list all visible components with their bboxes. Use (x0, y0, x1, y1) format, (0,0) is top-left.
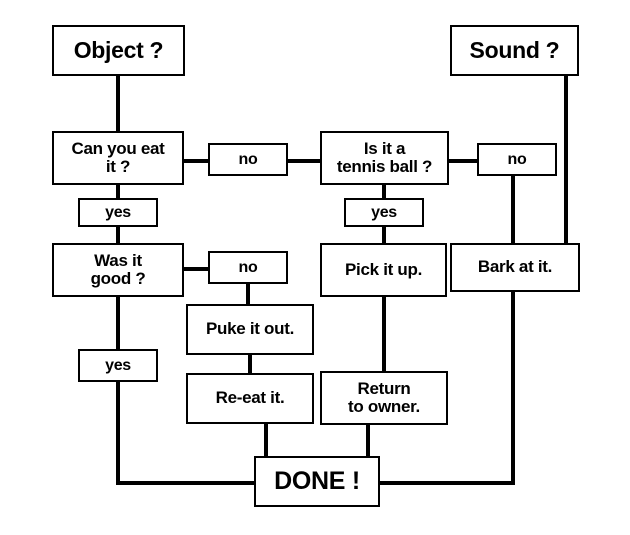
edge-yes2-to-pick-up (382, 225, 386, 245)
edge-tennis-to-no (448, 159, 478, 163)
node-label-yes-1[interactable]: yes (78, 198, 158, 227)
edge-tennis-to-yes (382, 183, 386, 200)
edge-yes3-rail-down (116, 380, 120, 485)
node-label-no-1[interactable]: no (208, 143, 288, 176)
edge-no1-to-tennis (286, 159, 320, 163)
node-was-it-good[interactable]: Was it good ? (52, 243, 184, 297)
edge-can-eat-to-no (182, 159, 210, 163)
node-done[interactable]: DONE ! (254, 456, 380, 507)
edge-yes3-rail-to-done (116, 481, 258, 485)
node-can-you-eat-it[interactable]: Can you eat it ? (52, 131, 184, 185)
edge-pick-up-to-return (382, 295, 386, 373)
edge-bark-rail-to-done (378, 481, 515, 485)
node-sound[interactable]: Sound ? (450, 25, 579, 76)
node-label-yes-2[interactable]: yes (344, 198, 424, 227)
edge-bark-rail-down (511, 290, 515, 485)
edge-no3-to-puke (246, 283, 250, 306)
node-is-it-a-tennis-ball[interactable]: Is it a tennis ball ? (320, 131, 449, 185)
node-bark-at-it[interactable]: Bark at it. (450, 243, 580, 292)
edge-puke-to-reeat (248, 353, 252, 375)
edge-return-to-done (366, 423, 370, 458)
node-return-to-owner[interactable]: Return to owner. (320, 371, 448, 425)
edge-object-to-can-eat (116, 74, 120, 133)
edge-can-eat-to-yes (116, 183, 120, 200)
edge-sound-to-bark (564, 74, 568, 245)
node-re-eat-it[interactable]: Re-eat it. (186, 373, 314, 424)
node-label-yes-3[interactable]: yes (78, 349, 158, 382)
node-object[interactable]: Object ? (52, 25, 185, 76)
edge-was-good-to-yes3 (116, 295, 120, 350)
node-label-no-3[interactable]: no (208, 251, 288, 284)
edge-no2-to-bark (511, 175, 515, 245)
node-label-no-2[interactable]: no (477, 143, 557, 176)
edge-was-good-to-no (182, 267, 210, 271)
node-pick-it-up[interactable]: Pick it up. (320, 243, 447, 297)
edge-reeat-to-done (264, 422, 268, 458)
node-puke-it-out[interactable]: Puke it out. (186, 304, 314, 355)
edge-yes1-to-was-good (116, 225, 120, 245)
